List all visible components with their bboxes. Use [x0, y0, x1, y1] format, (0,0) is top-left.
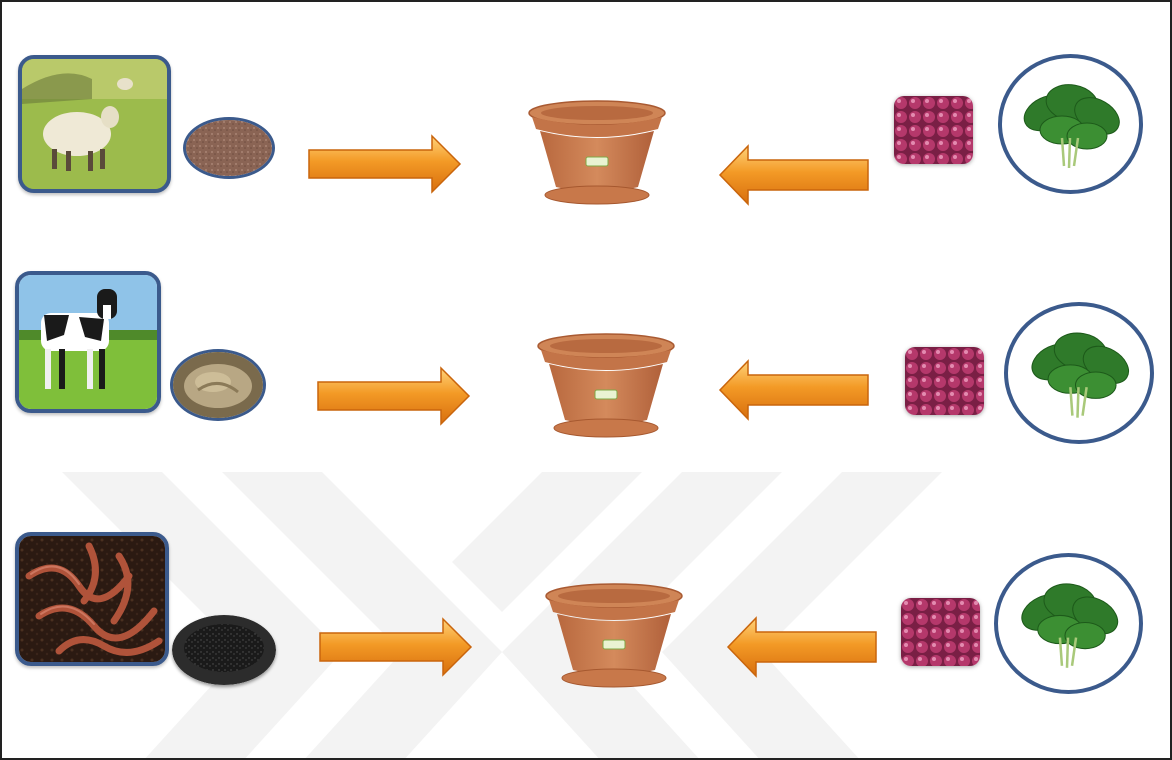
spinach-circle-row3 [994, 553, 1143, 694]
flower-pot-row1 [526, 99, 668, 211]
spinach-icon [1008, 306, 1150, 440]
earthworm-photo [15, 532, 169, 666]
arrow-left-row3 [726, 616, 878, 678]
seed-tray-row1 [894, 96, 973, 164]
arrow-right-row2 [316, 366, 472, 426]
sheep-manure-dish [183, 117, 275, 179]
cow-photo [15, 271, 161, 413]
spinach-icon [1002, 58, 1139, 190]
vermicompost-dish [172, 615, 276, 685]
spinach-circle-row2 [1004, 302, 1154, 444]
spinach-circle-row1 [998, 54, 1143, 194]
arrow-left-row2 [718, 359, 870, 421]
cow-manure-dish [170, 349, 266, 421]
arrow-left-row1 [718, 144, 870, 206]
flower-pot-row2 [535, 332, 677, 444]
arrow-right-row3 [318, 617, 474, 677]
spinach-icon [998, 557, 1139, 690]
arrow-right-row1 [307, 134, 463, 194]
seed-tray-row2 [905, 347, 984, 415]
flower-pot-row3 [543, 582, 685, 694]
sheep-photo [18, 55, 171, 193]
seed-tray-row3 [901, 598, 980, 666]
